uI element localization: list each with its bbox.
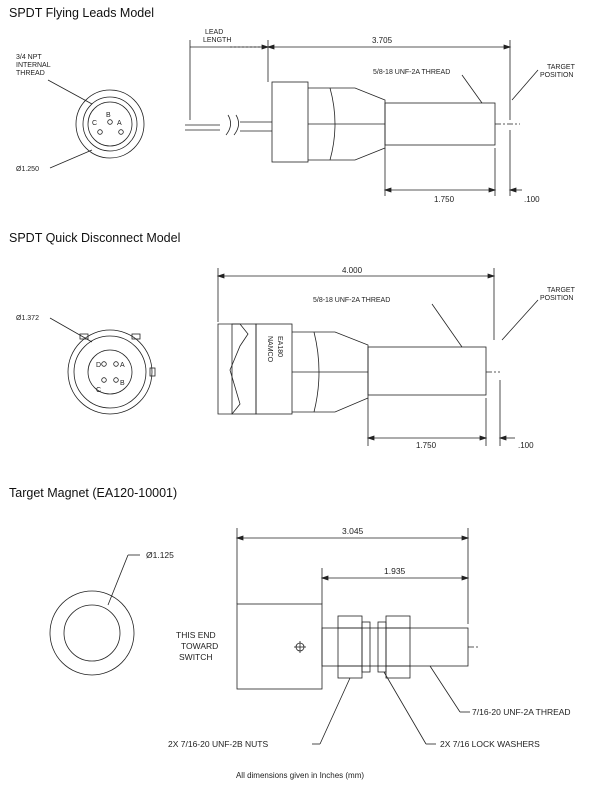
pin-c2-label: C <box>96 387 101 394</box>
npt-label-1: 3/4 NPT <box>16 54 42 61</box>
dim-100: .100 <box>524 195 540 204</box>
quick-disconnect-end-view: D C A B Ø1.372 <box>16 315 156 415</box>
magnet-overall-dimension: 3.045 <box>342 526 364 536</box>
pin-a2-label: A <box>120 362 125 369</box>
quick-disconnect-side-view: 4.000 NAMCO EA180 5/8-18 UNF-2A THREAD T… <box>216 266 576 450</box>
section-title-target-magnet: Target Magnet (EA120-10001) <box>9 486 178 500</box>
overall-dimension: 3.705 <box>372 36 393 45</box>
lead-length-label-1: LEAD <box>205 29 223 36</box>
body-text-1: NAMCO <box>266 336 273 363</box>
pin-d-label: D <box>96 362 101 369</box>
section-title-quick-disconnect: SPDT Quick Disconnect Model <box>9 231 181 245</box>
this-end-label-3: SWITCH <box>179 652 213 662</box>
target-label-1: TARGET <box>547 64 576 71</box>
magnet-thread-label: 7/16-20 UNF-2A THREAD <box>472 707 571 717</box>
dim-100-2: .100 <box>518 441 534 450</box>
diameter-label-2: Ø1.372 <box>16 315 39 322</box>
npt-label-2: INTERNAL <box>16 62 51 69</box>
pin-a-label: A <box>117 120 122 127</box>
magnet-diameter-label: Ø1.125 <box>146 550 174 560</box>
dim-1750: 1.750 <box>434 195 455 204</box>
section-title-flying-leads: SPDT Flying Leads Model <box>9 6 154 20</box>
this-end-label-2: TOWARD <box>181 641 218 651</box>
lead-length-label-2: LENGTH <box>203 37 231 44</box>
magnet-inner-dimension: 1.935 <box>384 566 406 576</box>
nuts-label: 2X 7/16-20 UNF-2B NUTS <box>168 739 268 749</box>
thread-label: 5/8-18 UNF-2A THREAD <box>373 69 450 76</box>
npt-label-3: THREAD <box>16 70 45 77</box>
flying-leads-end-view: C B A 3/4 NPT INTERNAL THREAD Ø1.250 <box>16 54 145 173</box>
target-label-3: TARGET <box>547 287 576 294</box>
pin-c-label: C <box>92 120 97 127</box>
footer-note: All dimensions given in Inches (mm) <box>235 771 365 780</box>
washers-label: 2X 7/16 LOCK WASHERS <box>440 739 540 749</box>
body-text-2: EA180 <box>276 336 283 357</box>
target-label-2: POSITION <box>540 72 573 79</box>
dim-1750-2: 1.750 <box>416 441 437 450</box>
overall-dimension-2: 4.000 <box>342 266 363 275</box>
pin-b-label: B <box>106 112 111 119</box>
this-end-label-1: THIS END <box>176 630 216 640</box>
magnet-end-view: Ø1.125 <box>49 550 174 676</box>
thread-label-2: 5/8-18 UNF-2A THREAD <box>313 297 390 304</box>
diameter-label: Ø1.250 <box>16 166 39 173</box>
flying-leads-side-view: LEAD LENGTH 3.705 5/8-18 UNF-2A THREAD T… <box>185 29 576 204</box>
magnet-side-view: 3.045 1.935 THIS END TOWARD SWITCH 7/16-… <box>168 526 571 749</box>
target-label-4: POSITION <box>540 295 573 302</box>
pin-b2-label: B <box>120 380 125 387</box>
